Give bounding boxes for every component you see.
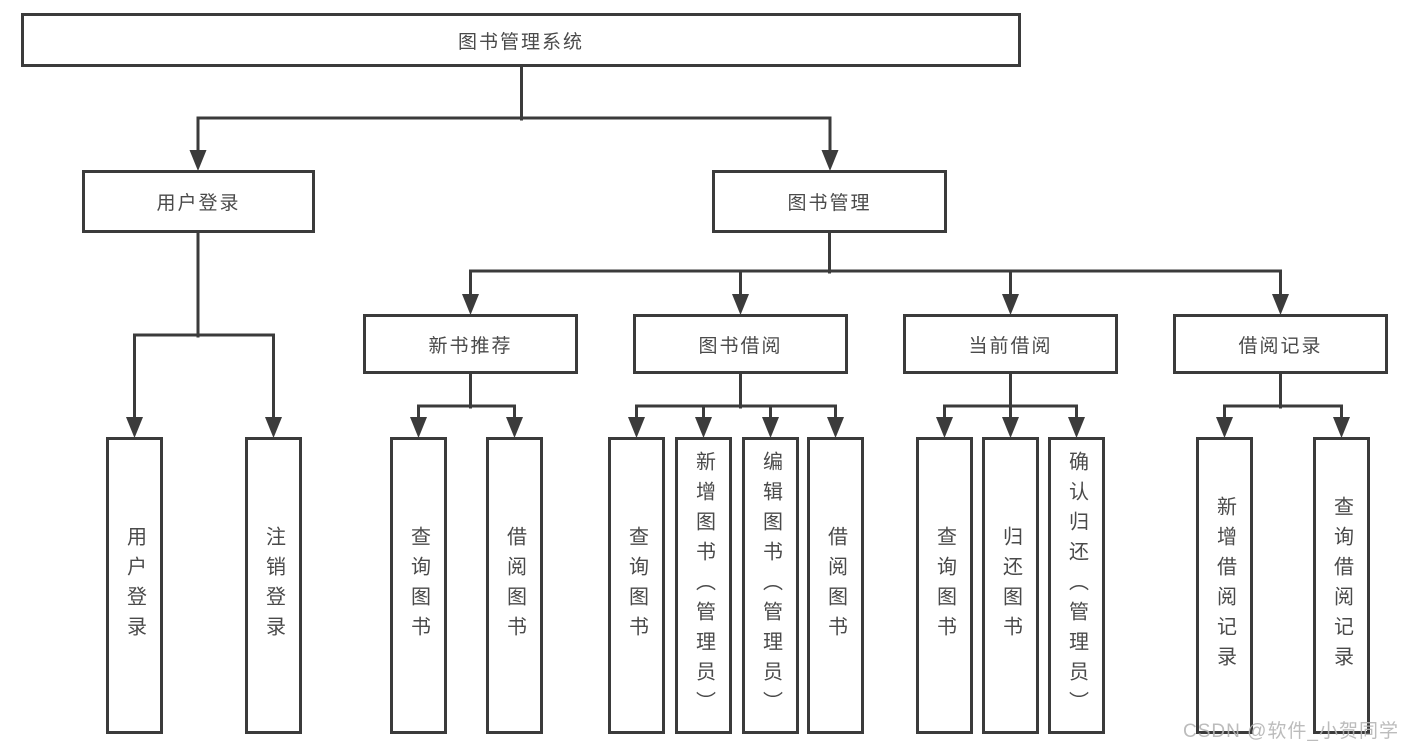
leaf-add-borrow-record-label: 新增借阅记录 [1213,495,1236,676]
leaf-add-books-admin: 新增图书（管理员） [675,437,732,734]
leaf-query-books-current: 查询图书 [916,437,973,734]
leaf-query-borrow-record-label: 查询借阅记录 [1330,495,1353,676]
leaf-borrow-books-label: 借阅图书 [824,525,847,646]
leaf-edit-books-admin: 编辑图书（管理员） [742,437,799,734]
node-user-login: 用户登录 [82,170,315,233]
node-new-book-recommend: 新书推荐 [363,314,578,374]
leaf-confirm-return-admin-label: 确认归还（管理员） [1065,450,1088,721]
leaf-query-books-borrowing: 查询图书 [608,437,665,734]
leaf-query-books-current-label: 查询图书 [933,525,956,646]
leaf-borrow-books-recommend: 借阅图书 [486,437,543,734]
leaf-query-books-borrowing-label: 查询图书 [625,525,648,646]
leaf-user-login: 用户登录 [106,437,163,734]
leaf-query-books-recommend: 查询图书 [390,437,447,734]
leaf-add-books-admin-label: 新增图书（管理员） [692,450,715,721]
leaf-user-login-label: 用户登录 [123,525,146,646]
node-user-login-label: 用户登录 [156,193,241,214]
node-book-borrowing: 图书借阅 [633,314,848,374]
leaf-borrow-books-recommend-label: 借阅图书 [503,525,526,646]
node-new-book-recommend-label: 新书推荐 [428,335,513,357]
node-book-management-label: 图书管理 [787,193,872,214]
node-borrowing-records: 借阅记录 [1173,314,1388,374]
leaf-add-borrow-record: 新增借阅记录 [1196,437,1253,734]
leaf-borrow-books: 借阅图书 [807,437,864,734]
leaf-logout-label: 注销登录 [262,525,285,646]
leaf-query-borrow-record: 查询借阅记录 [1313,437,1370,734]
leaf-return-books: 归还图书 [982,437,1039,734]
node-book-borrowing-label: 图书借阅 [698,335,783,357]
csdn-watermark: CSDN @软件_小贺同学 [1183,721,1399,742]
node-library-system-label: 图书管理系统 [457,31,584,53]
node-borrowing-records-label: 借阅记录 [1238,335,1323,357]
leaf-confirm-return-admin: 确认归还（管理员） [1048,437,1105,734]
leaf-return-books-label: 归还图书 [999,525,1022,646]
node-book-management: 图书管理 [712,170,947,233]
node-library-system: 图书管理系统 [21,13,1021,67]
leaf-logout: 注销登录 [245,437,302,734]
leaf-query-books-recommend-label: 查询图书 [407,525,430,646]
leaf-edit-books-admin-label: 编辑图书（管理员） [759,450,782,721]
node-current-borrowing: 当前借阅 [903,314,1118,374]
node-current-borrowing-label: 当前借阅 [968,335,1053,357]
